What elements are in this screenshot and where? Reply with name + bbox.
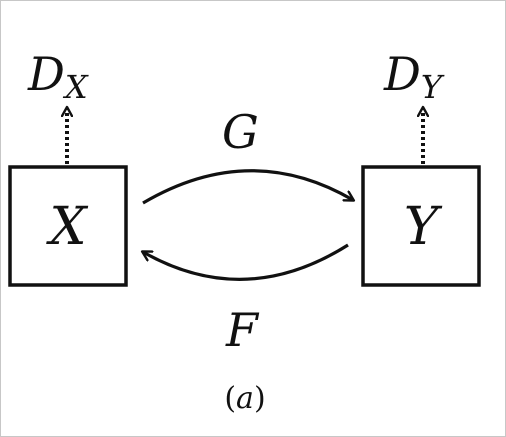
node-y-box (361, 165, 481, 287)
domain-x-main: D (27, 47, 65, 101)
arrow-g-x-to-y (142, 169, 353, 205)
node-x-box (8, 165, 128, 287)
domain-y-main: D (383, 47, 421, 101)
domain-y-label: DY (383, 47, 445, 106)
map-g-label: G (222, 105, 259, 159)
caption: (a) (224, 381, 265, 416)
domain-x-label: DX (27, 47, 89, 106)
domain-x-sub: X (62, 68, 89, 106)
caption-open: ( (224, 381, 236, 416)
caption-letter: a (236, 381, 254, 416)
node-y-label: Y (404, 197, 443, 257)
node-x-label: X (45, 197, 88, 257)
arrow-f-y-to-x (143, 243, 349, 281)
caption-close: ) (254, 381, 266, 416)
map-f-label: F (225, 303, 260, 357)
domain-y-sub: Y (421, 68, 445, 106)
